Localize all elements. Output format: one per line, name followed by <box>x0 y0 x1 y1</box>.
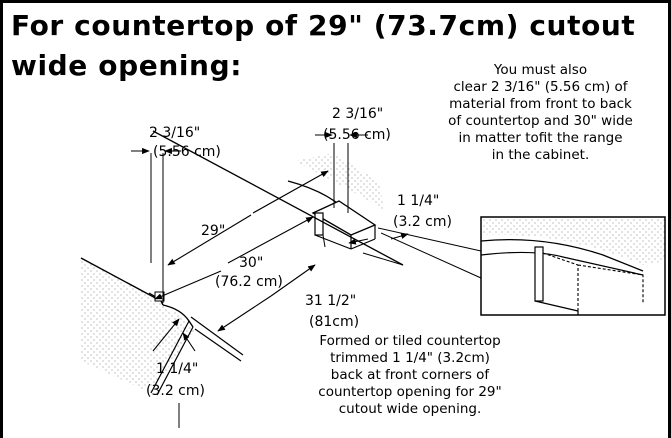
note-top-line: You must also <box>493 62 588 78</box>
overall-width-cm-label: (76.2 cm) <box>215 274 283 290</box>
title-line-2: wide opening: <box>11 49 243 82</box>
note-bottom-line: trimmed 1 1/4" (3.2cm) <box>330 350 490 366</box>
cutout-width-label: 29" <box>201 223 226 239</box>
note-bottom-line: countertop opening for 29" <box>318 384 502 400</box>
note-top-line: in matter tofit the range <box>458 130 623 146</box>
note-bottom-line: Formed or tiled countertop <box>319 333 501 349</box>
right-trim-inches-label: 1 1/4" <box>397 193 440 209</box>
right-depth-cm-label: (5.56 cm) <box>323 127 391 143</box>
right-trim-cm-label: (3.2 cm) <box>393 214 452 230</box>
left-depth-cm-label: (5.56 cm) <box>153 144 221 160</box>
note-top-line: in the cabinet. <box>491 147 590 163</box>
note-top: You must also clear 2 3/16" (5.56 cm) of… <box>413 62 668 164</box>
left-depth-inches-label: 2 3/16" <box>149 125 201 141</box>
front-trim-inches-label: 1 1/4" <box>156 361 199 377</box>
right-depth-inches-label: 2 3/16" <box>332 106 384 122</box>
right-countertop <box>287 153 383 250</box>
opening-edges <box>152 130 404 362</box>
depth-cm-label: (81cm) <box>309 314 360 330</box>
note-bottom: Formed or tiled countertop trimmed 1 1/4… <box>295 333 525 418</box>
detail-leaders <box>377 227 482 279</box>
countertop-cutout-drawing <box>80 130 666 428</box>
title-line-1: For countertop of 29" (73.7cm) cutout <box>11 9 636 42</box>
front-trim-cm-label: (3.2 cm) <box>146 383 205 399</box>
note-bottom-line: cutout wide opening. <box>338 401 482 417</box>
note-bottom-line: back at front corners of <box>330 367 490 383</box>
note-top-line: material from front to back <box>449 96 632 112</box>
overall-width-inches-label: 30" <box>239 255 264 271</box>
extension-lines <box>150 143 404 428</box>
note-top-line: of countertop and 30" wide <box>448 113 633 129</box>
dimension-lines <box>131 131 409 352</box>
depth-inches-label: 31 1/2" <box>305 293 357 309</box>
detail-inset <box>480 216 666 316</box>
note-top-line: clear 2 3/16" (5.56 cm) of <box>453 79 628 95</box>
